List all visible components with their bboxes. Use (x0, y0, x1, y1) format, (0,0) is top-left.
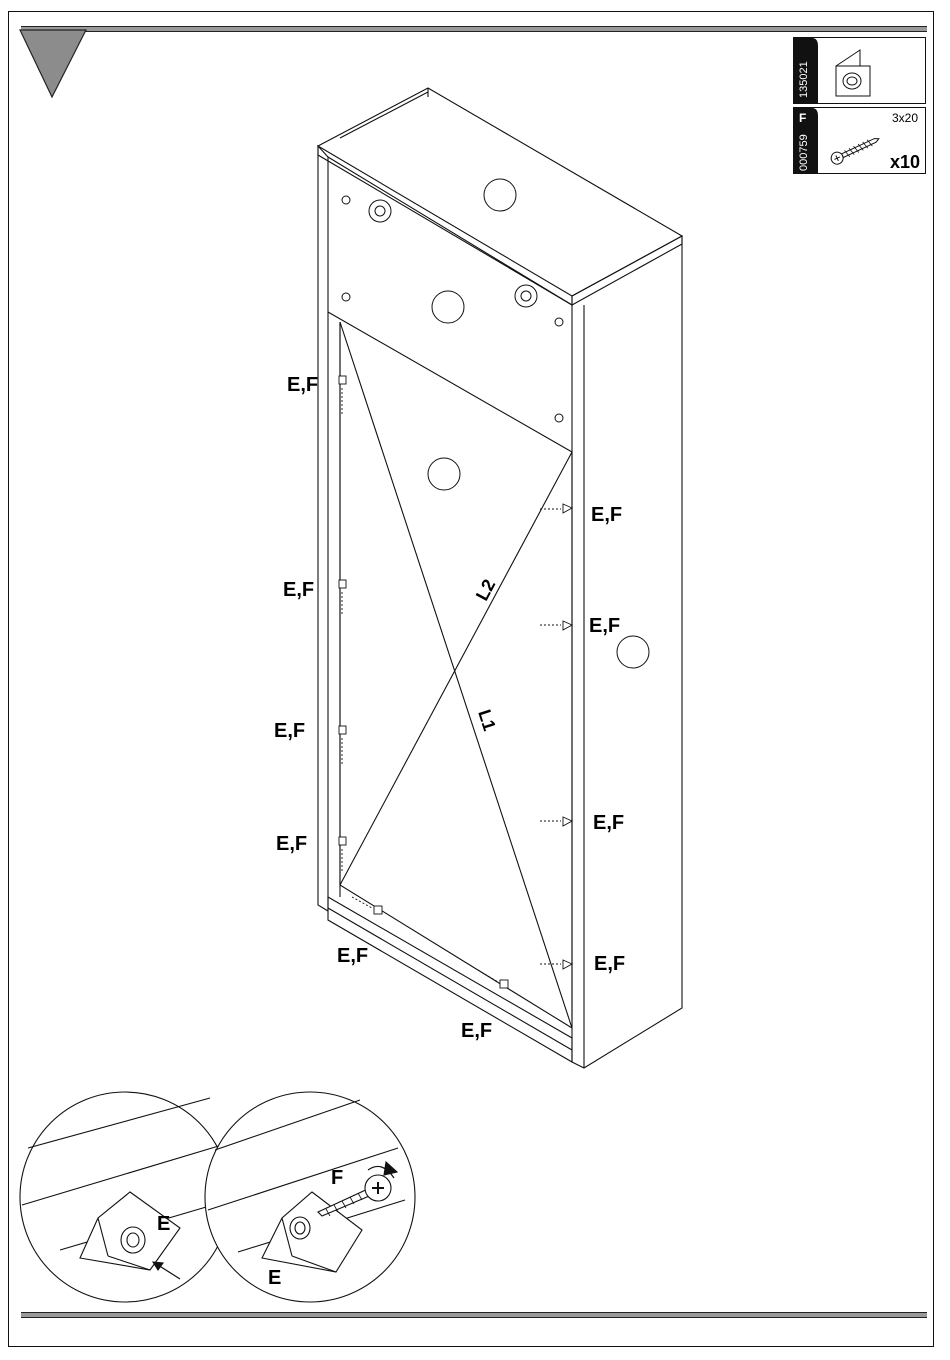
connector-e (339, 726, 346, 734)
connector-e (563, 621, 572, 630)
connector-e (374, 906, 382, 914)
label-l1: L1 (474, 707, 500, 733)
step-corner-marker (20, 30, 86, 97)
connector-e (339, 376, 346, 384)
bottom-panel (328, 897, 572, 1062)
label-ef: E,F (276, 833, 307, 855)
connector-e (339, 580, 346, 588)
dowel-hole (555, 414, 563, 422)
dowel-hole (342, 293, 350, 301)
dowel-hole (555, 318, 563, 326)
connector-e (339, 837, 346, 845)
label-l2: L2 (472, 576, 500, 604)
dowel-hole (342, 196, 350, 204)
detail-view-connector (20, 1092, 230, 1302)
diagonal-l1 (340, 322, 572, 1028)
hole (428, 458, 460, 490)
label-ef: E,F (589, 615, 620, 637)
label-e: E (268, 1267, 281, 1289)
connector-e (563, 504, 572, 513)
label-ef: E,F (287, 374, 318, 396)
label-ef: E,F (591, 504, 622, 526)
label-e: E (157, 1213, 170, 1235)
label-ef: E,F (594, 953, 625, 975)
label-ef: E,F (274, 720, 305, 742)
label-f: F (331, 1167, 343, 1189)
connector-e (563, 960, 572, 969)
label-ef: E,F (283, 579, 314, 601)
detail-view-screw (205, 1092, 415, 1302)
label-ef: E,F (593, 812, 624, 834)
diagonal-l2 (340, 452, 572, 885)
connector-e (500, 980, 508, 988)
label-ef: E,F (337, 945, 368, 967)
inner-shelf-edge (328, 157, 572, 1020)
label-ef: E,F (461, 1020, 492, 1042)
hole (617, 636, 649, 668)
left-side-panel (318, 146, 328, 911)
hole (432, 291, 464, 323)
hole (484, 179, 516, 211)
connector-e (563, 817, 572, 826)
